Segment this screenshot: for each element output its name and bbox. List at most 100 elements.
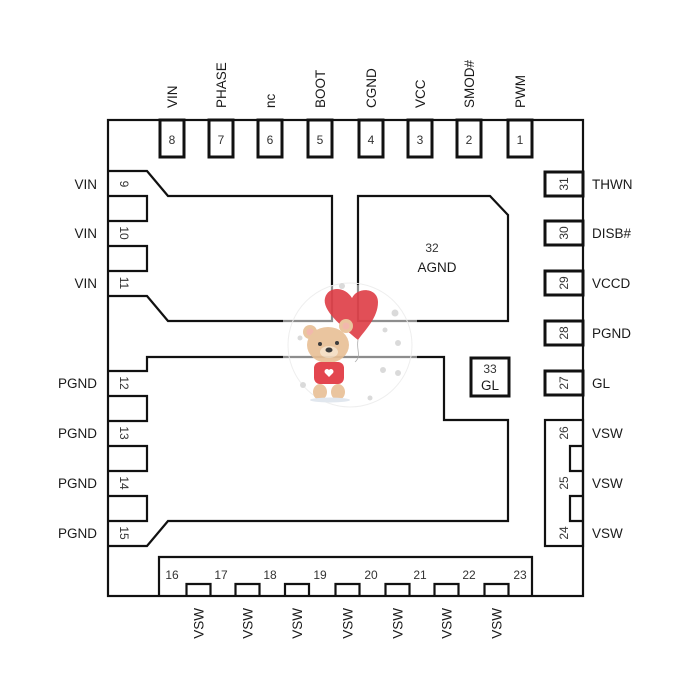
pin-5-pad (306, 118, 334, 159)
pin-22-label: VSW (440, 608, 455, 639)
pin-18-label: VSW (241, 608, 256, 639)
pin-3-number: 3 (417, 133, 424, 147)
pin-19-label: VSW (290, 608, 305, 639)
pin-26-number: 26 (557, 426, 571, 440)
pin-5-number: 5 (317, 133, 324, 147)
pin-27-label: GL (592, 376, 611, 391)
pin-9-label: VIN (74, 177, 97, 192)
pin-27-number: 27 (557, 376, 571, 390)
pin-3-pad (406, 118, 434, 159)
pin-17-number: 17 (214, 568, 228, 582)
pin-22-number: 22 (462, 568, 476, 582)
pin-10-number: 10 (117, 226, 131, 240)
pin-4-label: CGND (364, 68, 379, 108)
pin-9-number: 9 (117, 181, 131, 188)
pin-18-notch (234, 582, 261, 596)
pin-11-number: 11 (117, 277, 131, 290)
pin-25-label: VSW (592, 476, 623, 491)
pin-8-label: VIN (165, 85, 180, 108)
pin-15-label: PGND (58, 526, 97, 541)
pin-28-label: PGND (592, 326, 631, 341)
pin-18-number: 18 (263, 568, 277, 582)
pin-13-label: PGND (58, 426, 97, 441)
pin-19-number: 19 (313, 568, 327, 582)
pin-31-pad (543, 170, 585, 198)
top-pins: 8 VIN 7 PHASE 6 nc 5 BOOT 4 CGND 3 VCC 2 SMOD# 1 PWM (158, 60, 534, 159)
pin-14-number: 14 (117, 476, 131, 490)
pin-7-pad (207, 118, 235, 159)
pin-31-number: 31 (557, 177, 571, 191)
pgnd-notch-2 (108, 444, 149, 473)
pin-6-label: nc (263, 93, 278, 108)
pin-27-pad (543, 369, 585, 397)
pin-19-notch (283, 582, 311, 596)
gl-pad-number: 33 (483, 362, 497, 376)
pin-17-notch (185, 582, 212, 596)
pin-2-label: SMOD# (462, 60, 477, 109)
pin-30-pad (543, 219, 585, 247)
pin-8-number: 8 (169, 133, 176, 147)
pin-21-label: VSW (391, 608, 406, 639)
pgnd-pad-outline (108, 355, 510, 548)
teddy-bear-icon (303, 319, 353, 403)
gl-pad-label: GL (481, 378, 500, 393)
pin-30-number: 30 (557, 226, 571, 240)
pin-22-notch (433, 582, 460, 596)
pin-2-number: 2 (466, 133, 473, 147)
teddy-bear-sticker-icon (283, 282, 417, 408)
agnd-pad-label: AGND (417, 260, 456, 275)
pin-7-number: 7 (218, 133, 225, 147)
pin-2-pad (455, 118, 483, 159)
pin-15-number: 15 (117, 526, 131, 540)
pin-28-number: 28 (557, 326, 571, 340)
pin-8-pad (158, 118, 186, 159)
vin-notch-1 (108, 194, 149, 223)
pin-26-label: VSW (592, 426, 623, 441)
pin-28-pad (543, 319, 585, 347)
vsw-right-notch-1 (568, 444, 583, 473)
pin-6-pad (256, 118, 284, 159)
pin-23-label: VSW (490, 608, 505, 639)
pin-6-number: 6 (267, 133, 274, 147)
vsw-bottom-strip (157, 555, 534, 596)
pgnd-notch-3 (108, 494, 149, 523)
vin-pad-outline (108, 169, 334, 323)
pin-7-label: PHASE (214, 62, 229, 108)
pin-24-number: 24 (557, 526, 571, 540)
pin-3-label: VCC (413, 79, 428, 108)
pin-31-label: THWN (592, 177, 633, 192)
pin-16-number: 16 (165, 568, 179, 582)
pin-1-pad (506, 118, 534, 159)
pin-14-label: PGND (58, 476, 97, 491)
pin-4-number: 4 (368, 133, 375, 147)
pin-29-label: VCCD (592, 276, 631, 291)
pin-12-number: 12 (117, 376, 131, 390)
pin-12-label: PGND (58, 376, 97, 391)
pgnd-notch-1 (108, 394, 149, 423)
gl-pad-outline (469, 356, 511, 398)
pin-17-label: VSW (192, 608, 207, 639)
pin-10-label: VIN (74, 226, 97, 241)
pin-4-pad (357, 118, 385, 159)
pin-29-pad (543, 269, 585, 297)
heart-balloon-icon (324, 289, 378, 340)
pin-1-label: PWM (513, 75, 528, 108)
vin-notch-2 (108, 244, 149, 273)
pin-5-label: BOOT (313, 70, 328, 108)
pin-25-number: 25 (557, 476, 571, 490)
pin-29-number: 29 (557, 276, 571, 290)
pin-24-label: VSW (592, 526, 623, 541)
pin-20-label: VSW (341, 608, 356, 639)
pin-23-notch (483, 582, 510, 596)
pin-21-number: 21 (413, 568, 427, 582)
pin-1-number: 1 (517, 133, 524, 147)
pin-30-label: DISB# (592, 226, 632, 241)
vsw-right-notch-2 (568, 494, 583, 523)
pin-20-number: 20 (364, 568, 378, 582)
package-outline (106, 118, 585, 598)
pin-20-notch (334, 582, 361, 596)
pin-13-number: 13 (117, 426, 131, 440)
